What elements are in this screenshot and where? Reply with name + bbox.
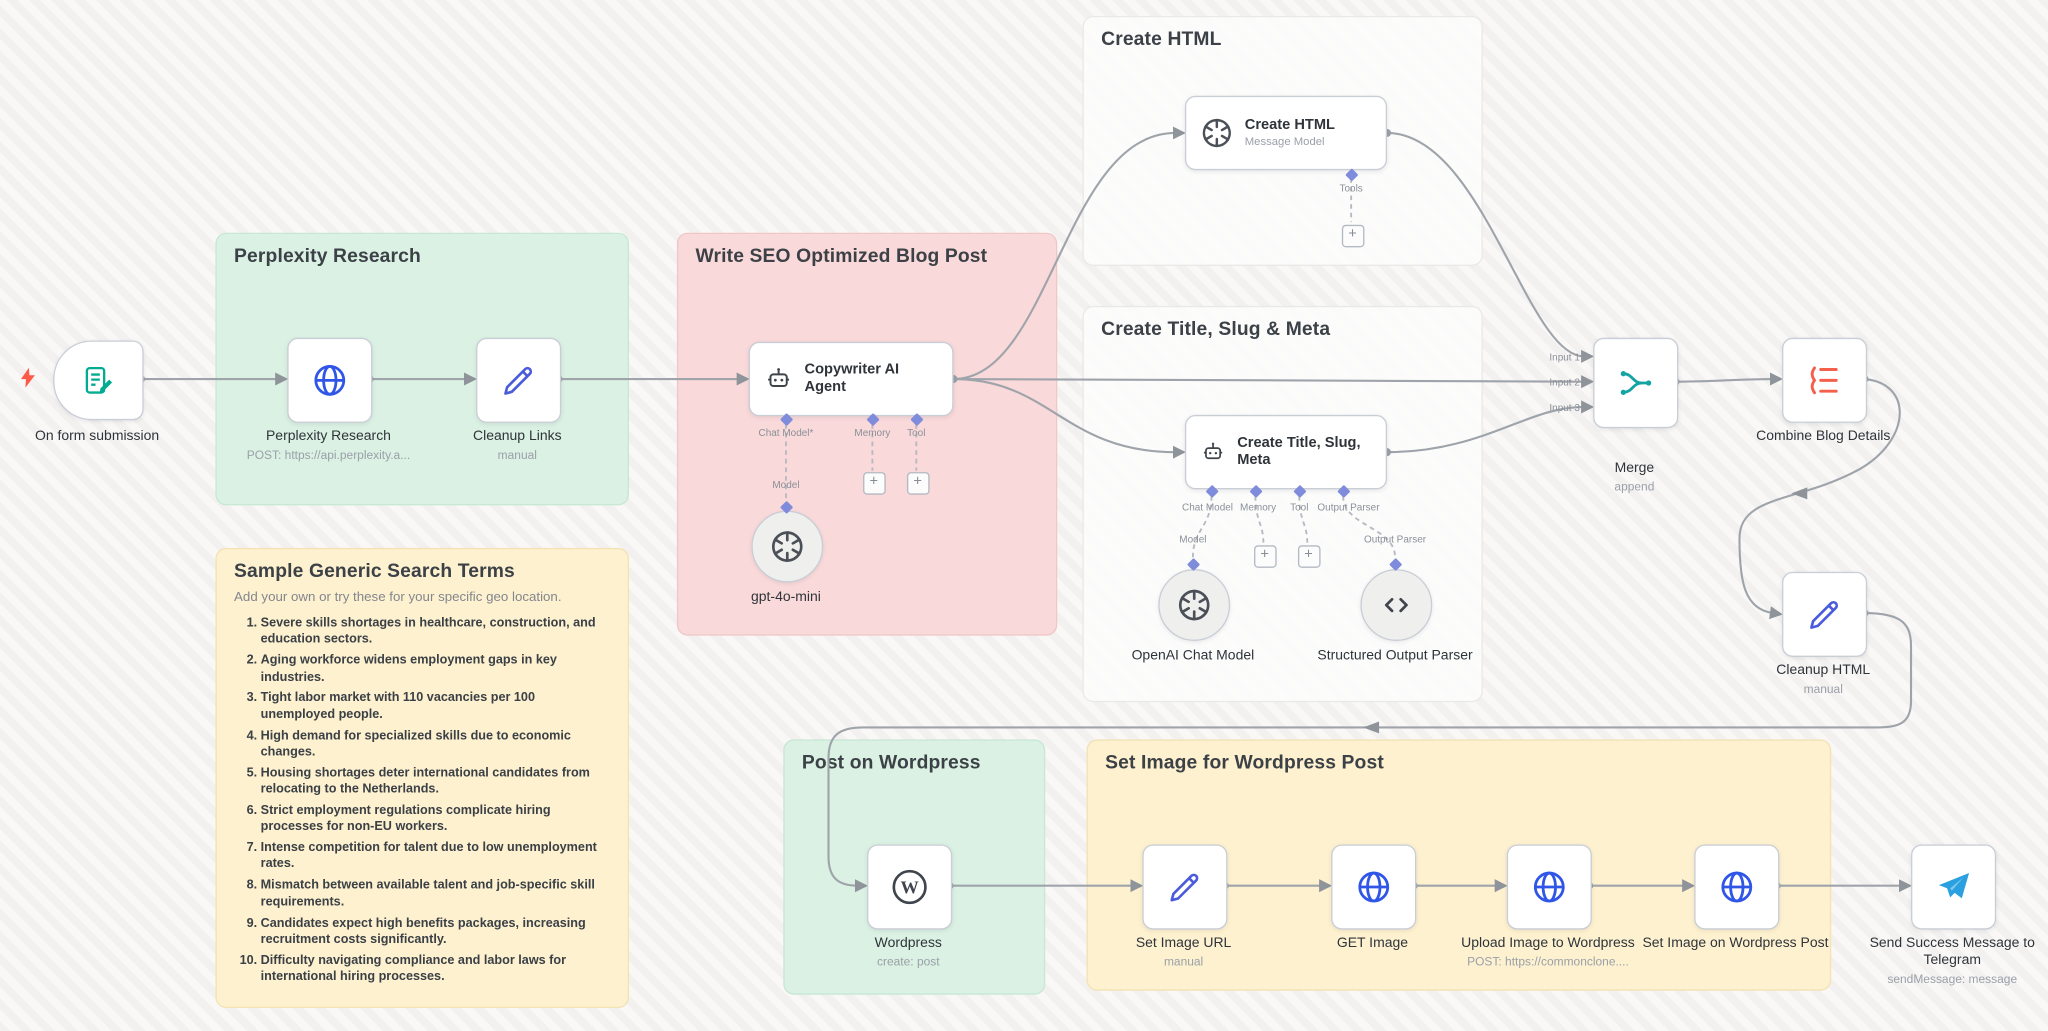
search-term: Candidates expect high benefits packages… — [261, 916, 611, 949]
port-label: Tool — [907, 426, 926, 439]
node-label: Cleanup Links manual — [473, 428, 562, 462]
pencil-icon — [1170, 873, 1199, 902]
node-copywriter-ai-agent[interactable]: Copywriter AI Agent — [748, 341, 954, 417]
sticky-title: Sample Generic Search Terms — [234, 561, 515, 583]
node-title: Create Title, Slug, Meta — [1237, 435, 1361, 469]
code-brackets-icon — [1384, 597, 1408, 613]
robot-icon — [768, 368, 790, 387]
node-label: OpenAI Chat Model — [1131, 647, 1255, 664]
node-upload-image-to-wordpress[interactable] — [1506, 844, 1592, 930]
port-label: Model — [1179, 533, 1207, 546]
search-term: Severe skills shortages in healthcare, c… — [261, 616, 611, 649]
node-get-image[interactable] — [1331, 844, 1417, 930]
node-structured-output-parser[interactable] — [1360, 569, 1433, 641]
node-set-image-on-wordpress-post[interactable] — [1694, 844, 1780, 930]
globe-icon — [1721, 871, 1753, 903]
node-merge[interactable] — [1593, 337, 1679, 429]
search-term: Mismatch between available talent and jo… — [261, 878, 611, 911]
sticky-title: Perplexity Research — [234, 246, 421, 268]
robot-icon — [1203, 442, 1223, 460]
svg-text:W: W — [900, 878, 918, 898]
add-memory-button[interactable]: + — [1253, 544, 1277, 568]
port-label: Model — [772, 478, 800, 491]
node-label: Wordpress create: post — [874, 934, 942, 969]
node-openai-chat-model[interactable] — [1158, 569, 1231, 641]
merge-icon — [1620, 371, 1652, 395]
node-title: Create HTML — [1244, 116, 1335, 133]
node-perplexity-research[interactable] — [287, 337, 373, 423]
merge-input-1-label: Input 1 — [1549, 351, 1580, 364]
node-cleanup-links[interactable] — [476, 337, 562, 423]
node-label: Perplexity Research POST: https://api.pe… — [246, 428, 411, 462]
node-label: Structured Output Parser — [1317, 647, 1473, 664]
node-wordpress[interactable]: W — [867, 844, 953, 930]
globe-icon — [314, 364, 346, 396]
telegram-icon — [1938, 873, 1970, 899]
sticky-note-search-terms[interactable]: Sample Generic Search Terms Add your own… — [215, 547, 630, 1009]
search-term: Housing shortages deter international ca… — [261, 766, 611, 799]
node-label: gpt-4o-mini — [751, 589, 821, 606]
globe-icon — [1533, 871, 1565, 903]
sticky-title: Post on Wordpress — [801, 752, 981, 774]
openai-icon — [1179, 589, 1210, 621]
add-tool-button[interactable]: + — [906, 472, 929, 495]
node-set-image-url[interactable] — [1142, 844, 1228, 930]
node-label: On form submission — [34, 428, 160, 445]
search-term: Intense competition for talent due to lo… — [261, 841, 611, 874]
node-label: Merge append — [1614, 460, 1655, 494]
search-term: Strict employment regulations complicate… — [261, 803, 611, 836]
combine-lines-icon — [1810, 366, 1838, 395]
port-label: Output Parser — [1317, 501, 1380, 514]
node-label: GET Image — [1336, 934, 1408, 951]
merge-input-3-label: Input 3 — [1549, 401, 1580, 414]
node-send-telegram-message[interactable] — [1911, 844, 1997, 930]
port-label: Output Parser — [1363, 533, 1427, 546]
form-icon — [85, 366, 113, 394]
sticky-subtitle: Add your own or try these for your speci… — [234, 590, 562, 606]
globe-icon — [1358, 871, 1390, 903]
node-label: Combine Blog Details — [1756, 428, 1891, 445]
pencil-icon — [1810, 600, 1839, 629]
node-subtitle: Message Model — [1244, 134, 1325, 149]
node-cleanup-html[interactable] — [1782, 571, 1868, 657]
sticky-title: Write SEO Optimized Blog Post — [695, 246, 988, 268]
node-create-title-slug-meta[interactable]: Create Title, Slug, Meta — [1184, 414, 1388, 490]
node-label: Send Success Message to Telegram sendMes… — [1869, 934, 2035, 986]
search-terms-list: Severe skills shortages in healthcare, c… — [234, 616, 610, 986]
search-term: High demand for specialized skills due t… — [261, 728, 611, 761]
sticky-title: Set Image for Wordpress Post — [1105, 752, 1384, 774]
add-tool-button[interactable]: + — [1297, 544, 1320, 568]
pencil-icon — [504, 366, 533, 395]
port-label: Tools — [1339, 182, 1363, 195]
add-memory-button[interactable]: + — [862, 472, 886, 495]
merge-input-2-label: Input 2 — [1549, 376, 1580, 389]
wordpress-icon: W — [892, 869, 927, 905]
search-term: Difficulty navigating compliance and lab… — [261, 953, 611, 986]
sticky-title: Create Title, Slug & Meta — [1101, 319, 1331, 341]
node-label: Cleanup HTML manual — [1776, 662, 1871, 696]
node-label: Set Image URL manual — [1135, 934, 1232, 969]
node-on-form-submission[interactable] — [53, 340, 144, 421]
node-create-html[interactable]: Create HTML Message Model — [1184, 95, 1388, 171]
openai-icon — [1202, 118, 1231, 148]
node-title: Copywriter AI Agent — [804, 362, 900, 395]
search-term: Aging workforce widens employment gaps i… — [261, 653, 611, 686]
trigger-bolt-icon — [20, 367, 35, 388]
port-label: Chat Model* — [758, 426, 814, 439]
node-combine-blog-details[interactable] — [1782, 337, 1868, 423]
node-label: Set Image on Wordpress Post — [1642, 934, 1829, 951]
node-gpt-4o-mini[interactable] — [751, 510, 824, 583]
search-term: Tight labor market with 110 vacancies pe… — [261, 691, 611, 724]
node-label: Upload Image to Wordpress POST: https://… — [1461, 934, 1635, 969]
openai-icon — [772, 531, 803, 562]
sticky-note-perplexity-research[interactable]: Perplexity Research — [215, 232, 630, 506]
add-tools-button[interactable]: + — [1341, 224, 1364, 248]
sticky-title: Create HTML — [1101, 29, 1222, 51]
